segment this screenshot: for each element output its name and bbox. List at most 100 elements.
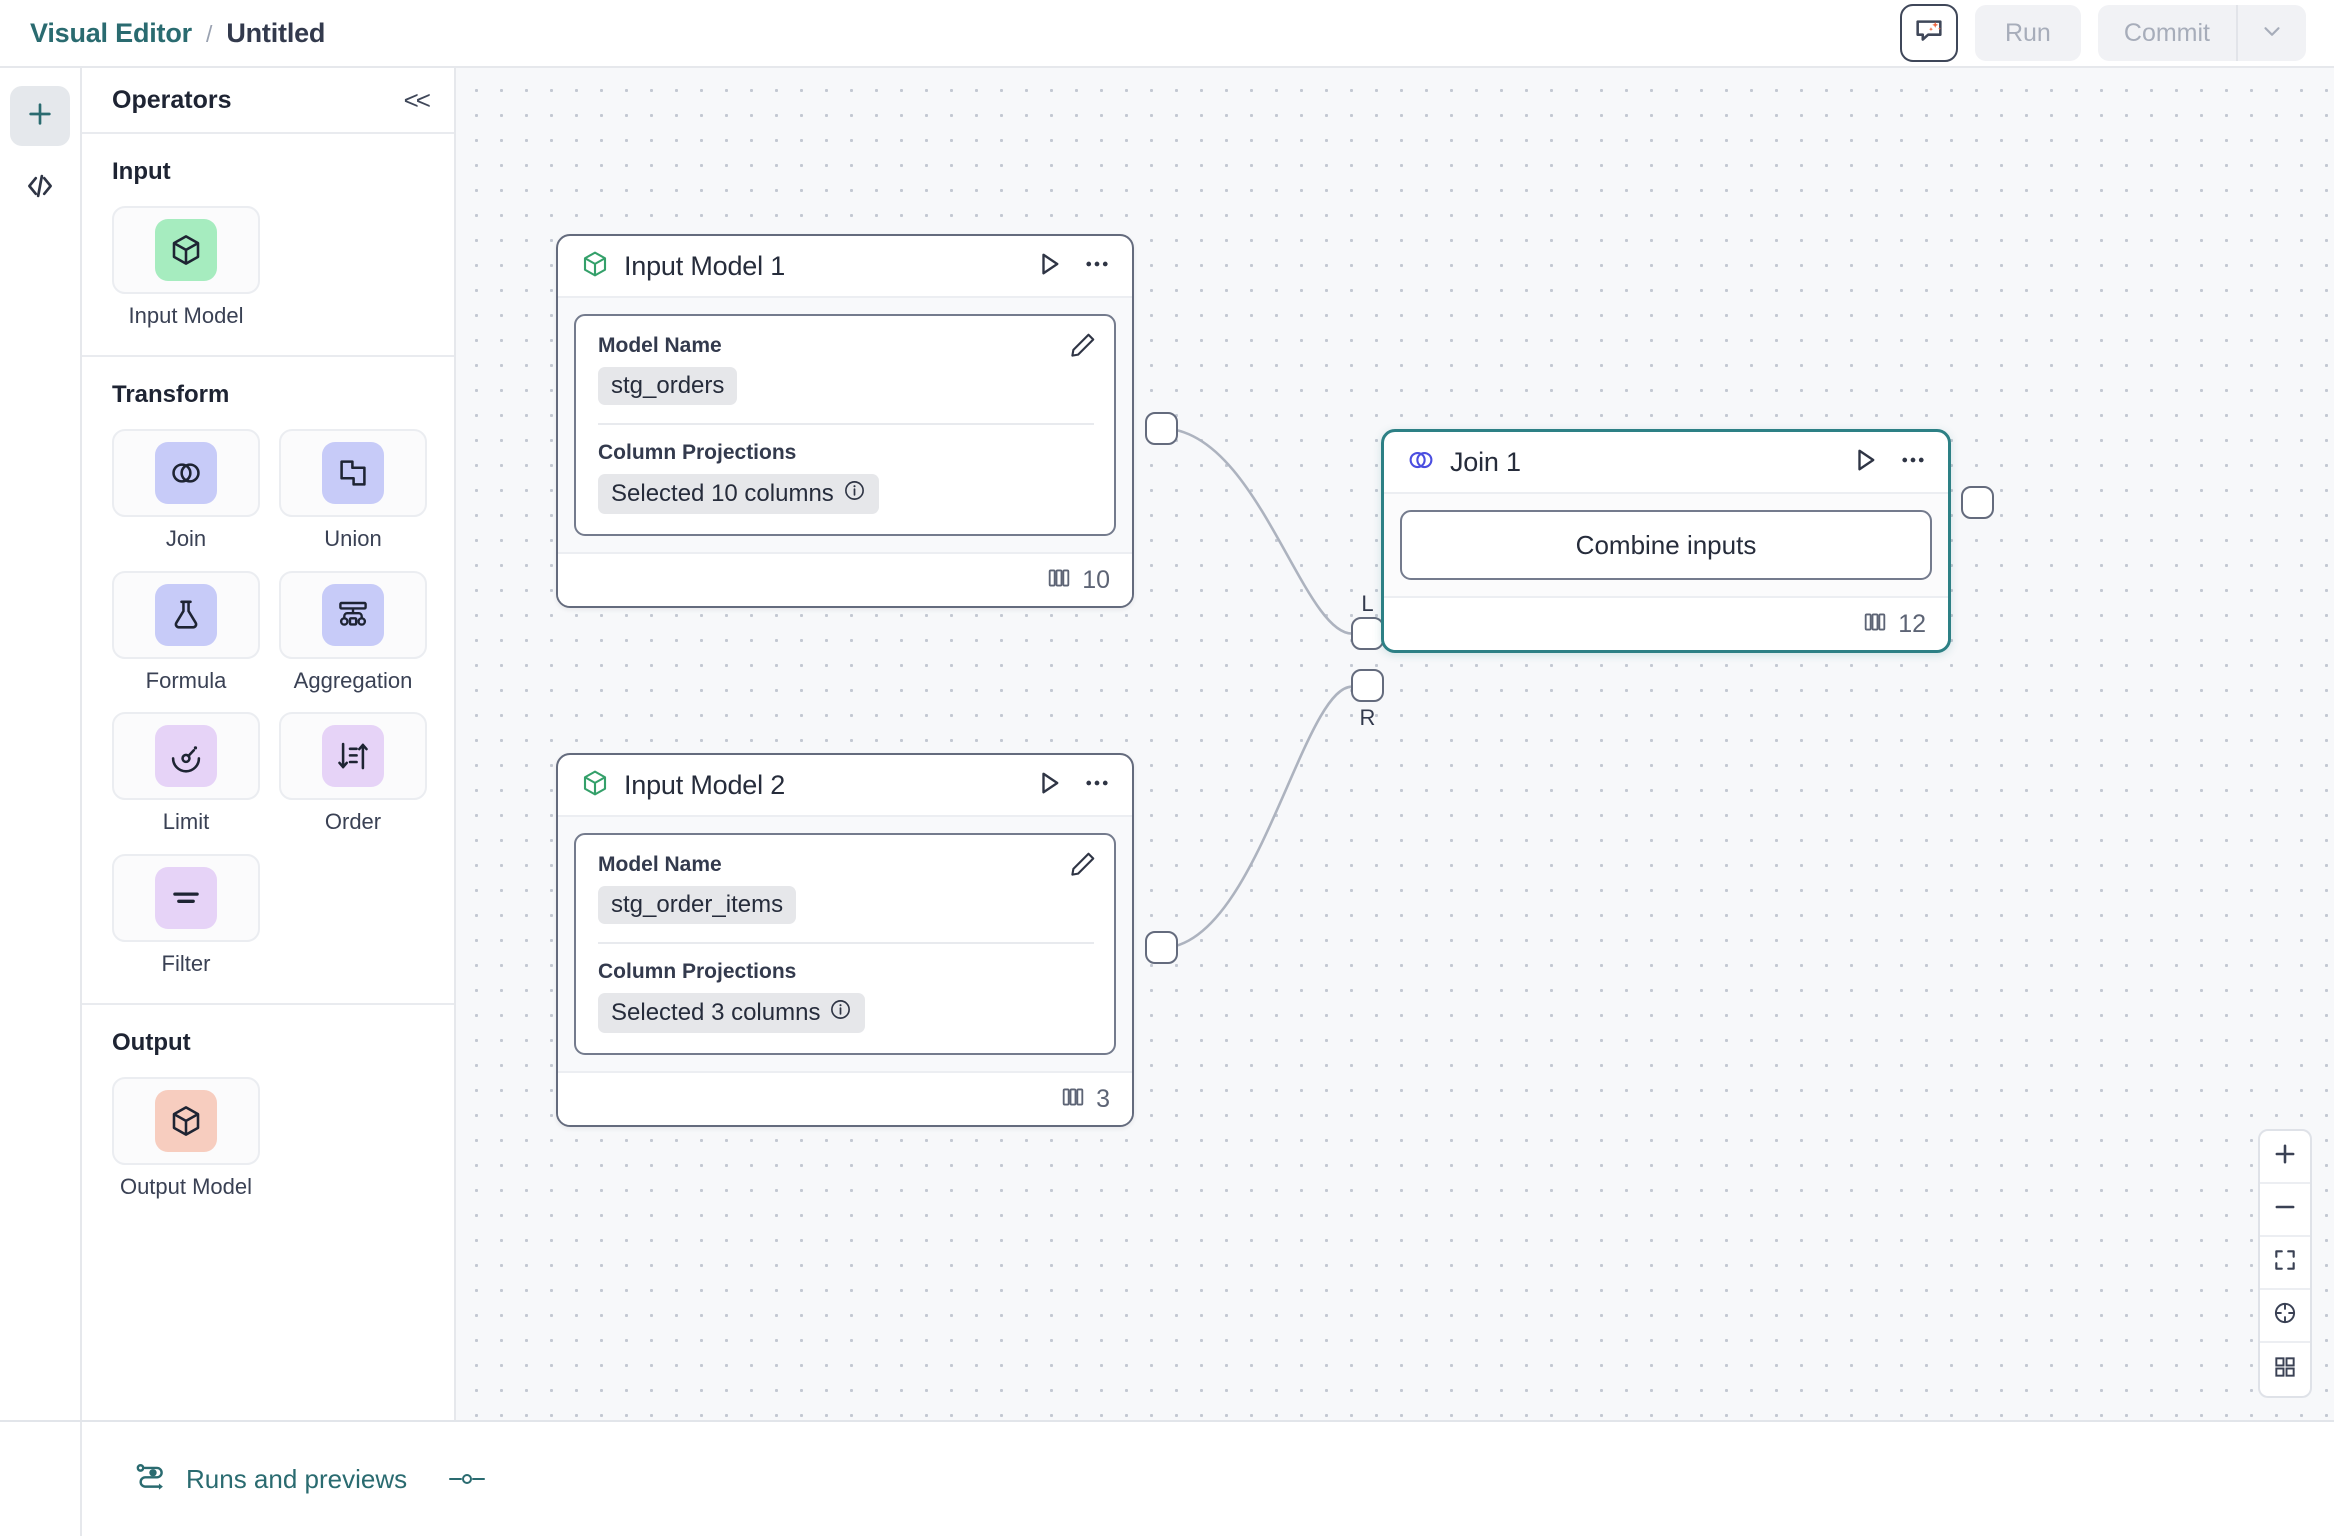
output-port-input-model-2[interactable] bbox=[1145, 931, 1178, 964]
overlapping-circles-icon bbox=[1406, 445, 1436, 480]
runs-and-previews-bar[interactable]: Runs and previews bbox=[82, 1422, 487, 1536]
node-header: Join 1 bbox=[1384, 432, 1948, 494]
input-port-join-right[interactable] bbox=[1351, 669, 1384, 702]
play-icon[interactable] bbox=[1034, 768, 1064, 803]
operators-group-title: Input bbox=[112, 158, 171, 185]
node-body: Model Name stg_order_items Column Projec… bbox=[558, 817, 1132, 1071]
node-config-card: Model Name stg_order_items Column Projec… bbox=[574, 833, 1116, 1055]
operators-group-input: Input Input Model bbox=[82, 134, 454, 358]
play-icon[interactable] bbox=[1034, 249, 1064, 284]
overlapping-circles-icon bbox=[155, 442, 217, 505]
operator-output-model[interactable]: Output Model bbox=[112, 1076, 260, 1200]
node-join-1[interactable]: Join 1 bbox=[1381, 429, 1951, 653]
ai-assistant-button[interactable] bbox=[1899, 4, 1958, 62]
node-header: Input Model 1 bbox=[558, 236, 1132, 298]
column-projections-chip[interactable]: Selected 10 columns bbox=[598, 474, 879, 514]
model-name-value-chip[interactable]: stg_orders bbox=[598, 367, 738, 405]
pipeline-flow-icon bbox=[134, 1460, 168, 1499]
operators-panel-header: Operators << bbox=[82, 68, 454, 134]
pencil-icon[interactable] bbox=[1068, 849, 1098, 884]
operator-union[interactable]: Union bbox=[279, 429, 427, 552]
commit-button[interactable]: Commit bbox=[2098, 5, 2236, 61]
operator-tile bbox=[279, 429, 427, 518]
operator-join[interactable]: Join bbox=[112, 429, 260, 552]
output-port-input-model-1[interactable] bbox=[1145, 412, 1178, 445]
operator-tile bbox=[112, 570, 260, 659]
crosshair-icon bbox=[2272, 1300, 2298, 1331]
operator-label: Aggregation bbox=[293, 667, 413, 693]
operator-label: Union bbox=[324, 526, 382, 552]
left-icon-rail bbox=[0, 68, 82, 1420]
column-projections-chip[interactable]: Selected 3 columns bbox=[598, 993, 866, 1033]
operator-limit[interactable]: Limit bbox=[112, 712, 260, 835]
ellipsis-icon[interactable] bbox=[1082, 249, 1112, 284]
node-header-actions bbox=[1034, 249, 1112, 284]
collapse-panel-button[interactable]: << bbox=[403, 84, 431, 115]
top-bar-actions: Run Commit bbox=[1899, 4, 2306, 62]
operator-filter[interactable]: Filter bbox=[112, 853, 260, 977]
input-port-join-left[interactable] bbox=[1351, 617, 1384, 650]
breadcrumb-root-link[interactable]: Visual Editor bbox=[30, 17, 192, 48]
columns-icon bbox=[1046, 565, 1072, 596]
breadcrumb-current-title[interactable]: Untitled bbox=[226, 17, 326, 48]
model-name-value-chip[interactable]: stg_order_items bbox=[598, 886, 797, 924]
runs-and-previews-label: Runs and previews bbox=[186, 1463, 408, 1494]
ai-chat-sparkle-icon bbox=[1912, 14, 1946, 53]
pencil-icon[interactable] bbox=[1068, 330, 1098, 365]
columns-icon bbox=[1862, 609, 1888, 640]
flow-canvas[interactable]: Input Model 1 bbox=[456, 68, 2334, 1420]
combine-inputs-button[interactable]: Combine inputs bbox=[1400, 510, 1932, 580]
cube-icon bbox=[580, 768, 610, 803]
center-view-button[interactable] bbox=[2260, 1290, 2310, 1343]
zoom-out-button[interactable] bbox=[2260, 1184, 2310, 1237]
cube-icon bbox=[155, 219, 217, 281]
operator-formula[interactable]: Formula bbox=[112, 570, 260, 694]
fit-view-button[interactable] bbox=[2260, 1237, 2310, 1290]
column-projections-value: Selected 10 columns bbox=[611, 480, 834, 507]
drag-handle-icon[interactable] bbox=[447, 1470, 487, 1488]
operator-tile bbox=[112, 1076, 260, 1165]
minus-icon bbox=[2271, 1193, 2299, 1226]
cube-icon bbox=[155, 1089, 217, 1152]
node-input-model-2[interactable]: Input Model 2 bbox=[556, 753, 1134, 1127]
body-row: Operators << Input bbox=[0, 68, 2334, 1420]
code-brackets-icon bbox=[23, 169, 57, 208]
zoom-in-button[interactable] bbox=[2260, 1131, 2310, 1184]
breadcrumb-separator: / bbox=[205, 20, 213, 47]
node-config-card: Model Name stg_orders Column Projections… bbox=[574, 314, 1116, 536]
model-name-label: Model Name bbox=[598, 334, 722, 357]
node-input-model-1[interactable]: Input Model 1 bbox=[556, 234, 1134, 608]
operator-order[interactable]: Order bbox=[279, 712, 427, 835]
cube-icon bbox=[580, 249, 610, 284]
operators-grid: Output Model bbox=[112, 1076, 426, 1200]
top-bar: Visual Editor / Untitled Run Commit bbox=[0, 0, 2334, 68]
play-icon[interactable] bbox=[1850, 445, 1880, 480]
breadcrumb: Visual Editor / Untitled bbox=[30, 18, 325, 49]
operator-label: Input Model bbox=[128, 303, 244, 328]
node-footer: 12 bbox=[1384, 596, 1948, 650]
overlapping-squares-icon bbox=[322, 442, 384, 505]
grid-squares-icon bbox=[2272, 1354, 2298, 1385]
operator-label: Output Model bbox=[119, 1173, 253, 1199]
operator-aggregation[interactable]: Aggregation bbox=[279, 570, 427, 694]
operator-input-model[interactable]: Input Model bbox=[112, 206, 260, 329]
ellipsis-icon[interactable] bbox=[1898, 445, 1928, 480]
operator-label: Order bbox=[324, 809, 382, 835]
operator-tile bbox=[279, 570, 427, 659]
info-circle-icon[interactable] bbox=[829, 998, 852, 1028]
output-port-join-1[interactable] bbox=[1961, 486, 1994, 519]
flask-icon bbox=[155, 583, 217, 646]
commit-button-group: Commit bbox=[2097, 5, 2306, 61]
add-node-button[interactable] bbox=[10, 86, 70, 146]
ellipsis-icon[interactable] bbox=[1082, 768, 1112, 803]
info-circle-icon[interactable] bbox=[843, 479, 866, 509]
node-header: Input Model 2 bbox=[558, 755, 1132, 817]
chevron-down-icon bbox=[2259, 18, 2285, 49]
run-button[interactable]: Run bbox=[1974, 5, 2081, 61]
column-projections-label: Column Projections bbox=[598, 441, 797, 464]
code-view-button[interactable] bbox=[10, 158, 70, 218]
operator-tile bbox=[112, 712, 260, 801]
node-header-actions bbox=[1034, 768, 1112, 803]
minimap-toggle-button[interactable] bbox=[2260, 1343, 2310, 1396]
commit-dropdown-button[interactable] bbox=[2236, 5, 2306, 61]
